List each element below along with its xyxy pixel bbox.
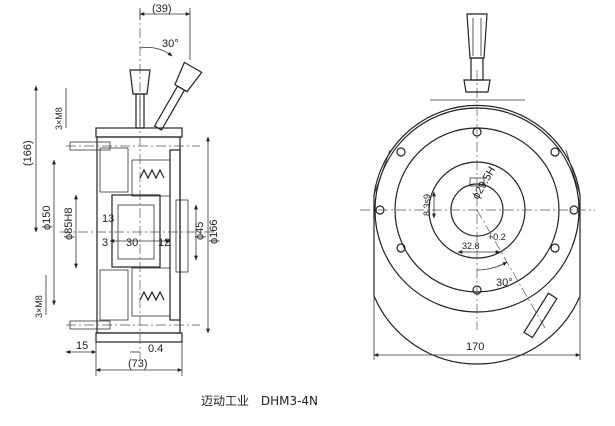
dim-width-15: 15 [76, 340, 88, 352]
dim-gap: 0.4 [148, 343, 163, 355]
dim-key-depth: 32.8 [462, 241, 480, 251]
dim-overall-height: (166) [22, 140, 34, 166]
dim-key-tol: +0.2 [488, 232, 506, 242]
caption-company: 迈动工业 [201, 394, 250, 408]
front-view: 8.3s9 ϕ29.5H 32.8 +0.2 30° 170 [360, 13, 595, 365]
spring-top [139, 168, 165, 180]
bolt-hole [396, 147, 406, 157]
side-view: (39) 30° (166) ϕ150 ϕ85H8 3×M8 3×M8 13 3… [22, 3, 220, 376]
lever-rod [523, 292, 558, 339]
dim-width-3: 3 [102, 237, 108, 249]
dim-bolt-top: 3×M8 [54, 107, 64, 130]
dim-bore: ϕ29.5H [470, 165, 498, 202]
release-lever-tilted [153, 61, 203, 131]
spring-bottom [139, 290, 165, 302]
dim-width-12: 12 [158, 237, 170, 249]
bolt-hole [396, 243, 406, 253]
dim-front-width: 170 [466, 341, 484, 353]
dim-bolt-bottom: 3×M8 [34, 295, 44, 318]
dim-dia-150: ϕ150 [41, 205, 53, 230]
bolt-hole [550, 243, 560, 253]
dim-top-width: (39) [152, 3, 172, 15]
dim-dia-166: ϕ166 [208, 219, 220, 244]
dim-lever-angle: 30° [162, 38, 179, 50]
dim-width-13: 13 [102, 213, 114, 225]
release-lever-vertical [129, 69, 151, 129]
drawing-caption: 迈动工业 DHM3-4N [201, 392, 326, 409]
release-knob [463, 13, 491, 93]
caption-model: DHM3-4N [260, 394, 319, 408]
dim-dia-45: ϕ45 [194, 222, 206, 240]
dim-width-30: 30 [126, 237, 138, 249]
housing-body [96, 136, 181, 334]
hub-section [111, 194, 161, 268]
bolt-hole [550, 147, 560, 157]
dim-dia-85: ϕ85H8 [63, 208, 75, 240]
dim-overall-width: (73) [128, 358, 148, 370]
dim-keyway: 8.3s9 [422, 194, 432, 216]
hatched-section-top [99, 147, 129, 193]
hatched-section-bottom [99, 269, 129, 321]
dim-front-angle: 30° [496, 277, 513, 289]
